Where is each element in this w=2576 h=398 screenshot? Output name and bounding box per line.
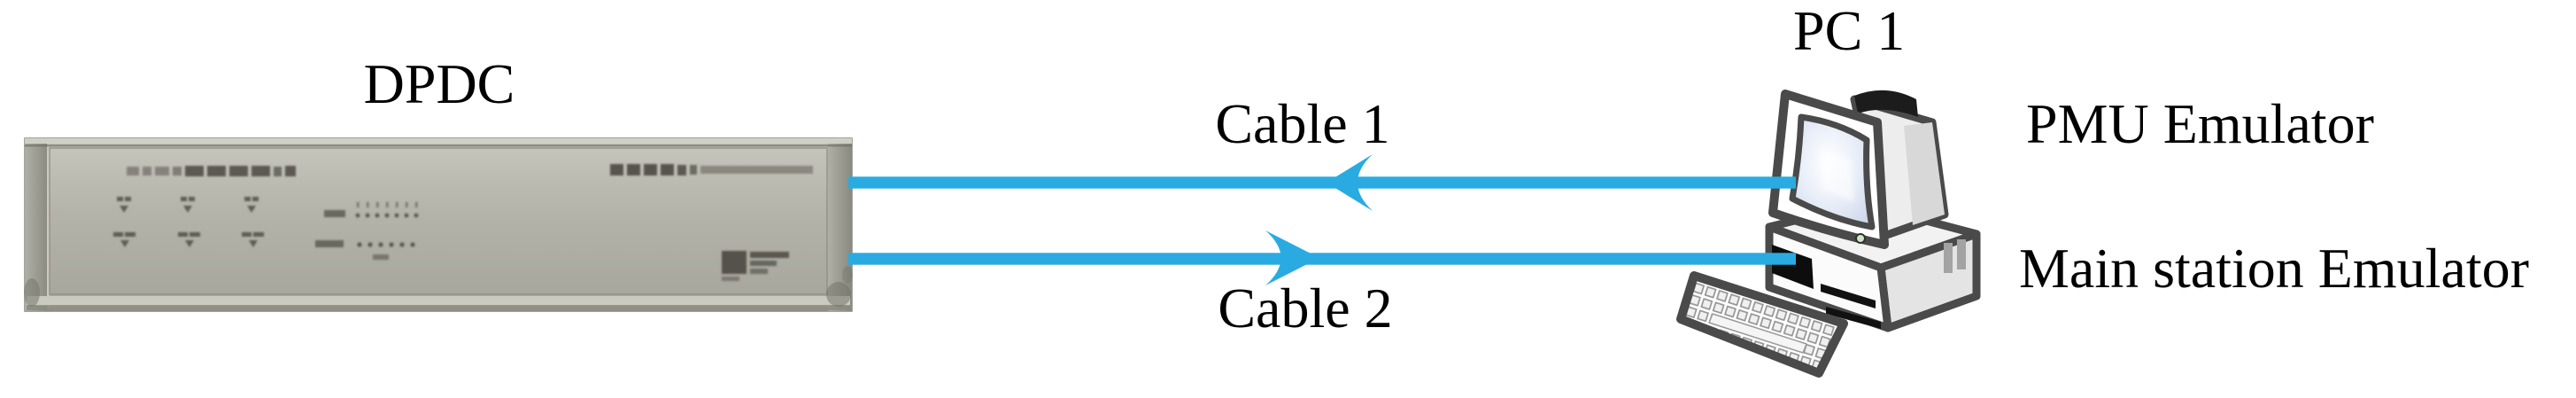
pc-label: PC 1 [1793,0,1906,62]
main-station-emulator-label: Main station Emulator [2019,237,2529,300]
pc-monitor [1768,90,1889,249]
device-serial-text [610,164,813,176]
device-label: DPDC [363,52,515,115]
device-barcode-label [722,251,789,281]
pc-case-vent [1944,243,1953,273]
cables [848,154,1796,285]
cable-2-line [848,230,1796,285]
pc-keyboard [1676,271,1848,378]
cable-1-line [848,154,1796,211]
pc-power-led [1855,233,1866,244]
cable-2-label: Cable 2 [1218,277,1393,339]
pc-monitor-vent [1854,90,1918,117]
pc-spacebar [1708,313,1807,354]
cable-2-arrowhead-right [1265,230,1319,285]
pmu-emulator-label: PMU Emulator [2026,92,2374,155]
device-led-indicators [315,202,419,260]
device-bottom-bevel [27,296,850,306]
device-switch-labels-row2 [113,232,264,247]
pc-floppy-slot [1821,284,1876,308]
device-panel-markings [113,164,813,281]
device-top-bevel [25,138,852,144]
pc-icon [1676,90,1981,378]
cable-1-label: Cable 1 [1215,92,1390,155]
dpdc-device-photo [24,137,853,312]
device-model-text [127,166,296,176]
cable-1-arrowhead-left [1327,154,1373,211]
device-photo-shadows [24,266,853,307]
device-switch-labels-row1 [117,197,259,213]
